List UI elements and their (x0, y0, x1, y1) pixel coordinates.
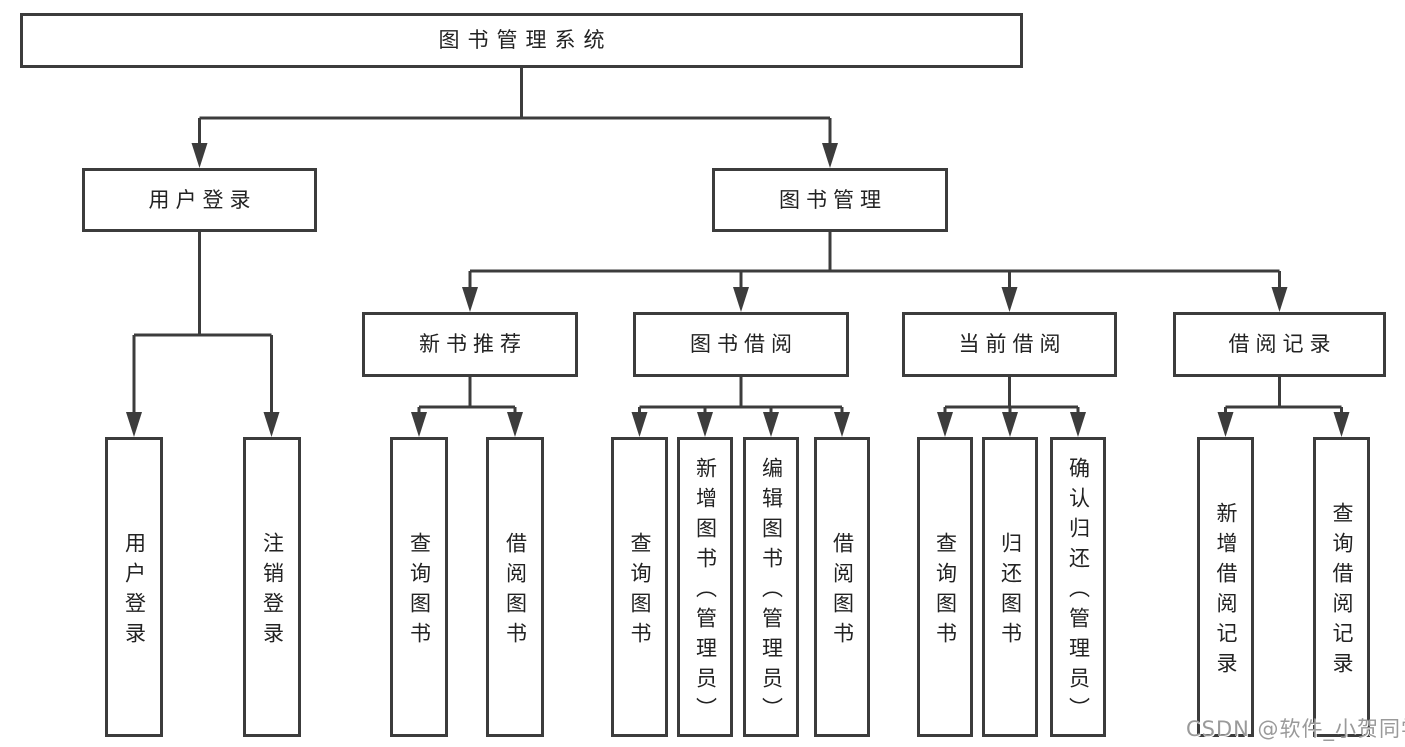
node-label: 借阅图书 (503, 531, 528, 652)
node-label: 新增借阅记录 (1214, 501, 1238, 682)
leaf-edit-book-admin: 编辑图书（管理员） (743, 437, 799, 737)
node-label: 确认归还（管理员） (1066, 456, 1091, 727)
node-label: 归还图书 (998, 531, 1023, 652)
leaf-return-books: 归还图书 (982, 437, 1038, 737)
node-label: 新书推荐 (419, 332, 527, 356)
leaf-query-books-borrowing: 查询图书 (611, 437, 668, 737)
node-label: 查询图书 (933, 531, 958, 652)
node-label: 图书管理 (779, 187, 887, 212)
node-label: 查询图书 (628, 531, 652, 652)
node-book-borrowing: 图书借阅 (633, 312, 849, 377)
node-current-borrowing: 当前借阅 (902, 312, 1117, 377)
node-label: 借阅图书 (830, 531, 855, 652)
leaf-borrow-books-borrowing: 借阅图书 (814, 437, 870, 737)
node-label: 编辑图书（管理员） (759, 456, 784, 727)
node-label: 用户登录 (122, 531, 147, 652)
leaf-query-books-current: 查询图书 (917, 437, 973, 737)
leaf-logout: 注销登录 (243, 437, 301, 737)
leaf-user-login: 用户登录 (105, 437, 163, 737)
leaf-confirm-return-admin: 确认归还（管理员） (1050, 437, 1106, 737)
node-label: 图书借阅 (690, 332, 798, 356)
node-root: 图书管理系统 (20, 13, 1023, 68)
node-label: 新增图书（管理员） (693, 456, 718, 727)
node-label: 用户登录 (148, 187, 257, 212)
watermark: CSDN @软件_小贺同学 (1186, 717, 1405, 741)
node-borrowing-records: 借阅记录 (1173, 312, 1386, 377)
leaf-query-books-recommend: 查询图书 (390, 437, 448, 737)
leaf-borrow-books-recommend: 借阅图书 (486, 437, 544, 737)
node-label: 图书管理系统 (438, 28, 613, 52)
arrow-down-icons (126, 143, 1350, 437)
node-user-login: 用户登录 (82, 168, 317, 232)
node-label: 借阅记录 (1228, 332, 1337, 356)
leaf-add-borrow-record: 新增借阅记录 (1197, 437, 1254, 737)
node-label: 当前借阅 (958, 332, 1067, 356)
node-new-book-recommendation: 新书推荐 (362, 312, 578, 377)
node-label: 查询图书 (407, 531, 432, 652)
node-label: 查询借阅记录 (1330, 501, 1354, 682)
node-label: 注销登录 (260, 531, 285, 652)
node-book-management: 图书管理 (712, 168, 948, 232)
leaf-add-book-admin: 新增图书（管理员） (677, 437, 733, 737)
leaf-query-borrow-record: 查询借阅记录 (1313, 437, 1370, 737)
